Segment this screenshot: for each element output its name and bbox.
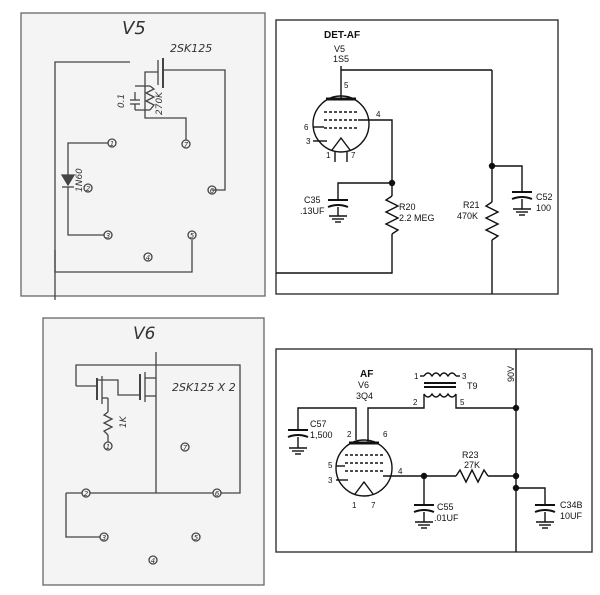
v6-pin-2: 2: [347, 430, 352, 439]
v6-board-pin-label-1: 1: [106, 443, 110, 451]
v5-board-part: 2SK125: [170, 42, 212, 55]
t9-pin-2: 2: [413, 398, 418, 407]
v6-tube-label: V6: [358, 380, 369, 390]
v6-pin-4: 4: [398, 467, 403, 476]
v6-tube-envelope: [335, 439, 393, 497]
v6-pin-3: 3: [328, 476, 333, 485]
v5-pin-5: 5: [344, 81, 349, 90]
v6-board-frame: [42, 317, 265, 586]
c55-value: .01UF: [434, 513, 459, 523]
r23-value: 27K: [464, 460, 480, 470]
c35-label: C35: [304, 195, 321, 205]
c52-label: C52: [536, 192, 553, 202]
v5-board-pin-2: [83, 183, 93, 193]
v5-schematic: [275, 19, 559, 295]
v6-board-pin-6: [212, 488, 222, 498]
v6-board-pin-label-3: 3: [102, 534, 106, 542]
v6-af-label: AF: [360, 369, 373, 380]
t9-pin-5: 5: [460, 398, 465, 407]
v6-board-part: 2SK125 X 2: [172, 381, 236, 394]
v6-pin-5: 5: [328, 461, 333, 470]
v6-board-pin-4: [148, 555, 158, 565]
c57-value: 1,500: [310, 430, 333, 440]
v5-board-cap: 0.1: [117, 94, 127, 108]
v5-board-pin-label-7: 7: [184, 141, 189, 149]
v6-pin-6: 6: [383, 430, 388, 439]
v6-board-pin-label-7: 7: [183, 444, 188, 452]
c52-value: 100: [536, 203, 551, 213]
v5-pin-1: 1: [326, 151, 331, 160]
v5-board-pin-label-5: 5: [190, 232, 195, 240]
v5-board-pin-7: [181, 139, 191, 149]
t9-pin-3: 3: [462, 372, 467, 381]
v5-board-pin-label-2: 2: [86, 185, 91, 193]
r21-label: R21: [463, 200, 480, 210]
v5-pin-6: 6: [304, 123, 309, 132]
v5-tube-type: 1S5: [333, 54, 349, 64]
v5-board-pin-1: [107, 138, 117, 148]
v6-board-pin-label-4: 4: [151, 557, 155, 565]
v5-board-pin-label-4: 4: [146, 254, 150, 262]
v6-pin-7: 7: [371, 501, 376, 510]
v6-board: [42, 317, 265, 586]
v6-board-pin-1: [103, 441, 113, 451]
c57-label: C57: [310, 419, 327, 429]
v6-board-pin-label-6: 6: [215, 490, 220, 498]
v5-board-pin-label-6: 6: [210, 187, 215, 195]
r21-value: 470K: [457, 211, 478, 221]
v6-board-res: 1K: [119, 415, 129, 428]
r20-label: R20: [399, 202, 416, 212]
v5-pin-4: 4: [376, 110, 381, 119]
v5-board-pin-label-1: 1: [110, 140, 114, 148]
t9-pin-1: 1: [414, 372, 419, 381]
v6-board-title: V6: [133, 324, 156, 344]
c35-value: .13UF: [300, 206, 325, 216]
v6-board-pin-3: [99, 532, 109, 542]
t9-label: T9: [467, 381, 478, 391]
v5-board-res: 270K: [155, 91, 165, 115]
v5-det-af-label: DET-AF: [324, 30, 360, 41]
v5-board-frame: [20, 12, 266, 297]
v5-board-pin-5: [187, 230, 197, 240]
v6-board-pin-label-2: 2: [84, 490, 89, 498]
voltage-90v-label: 90V: [506, 366, 516, 382]
v6-board-pin-label-5: 5: [194, 534, 199, 542]
c55-label: C55: [437, 502, 454, 512]
v6-board-pin-7: [180, 442, 190, 452]
v5-board-pin-label-3: 3: [106, 232, 110, 240]
v5-board-pin-6: [207, 185, 217, 195]
v6-board-pin-5: [191, 532, 201, 542]
v5-board-diode: 1N60: [75, 168, 85, 192]
v6-tube-type: 3Q4: [356, 391, 373, 401]
v6-board-pin-2: [81, 488, 91, 498]
c34b-label: C34B: [560, 500, 583, 510]
r23-label: R23: [462, 450, 479, 460]
r20-value: 2.2 MEG: [399, 213, 435, 223]
v5-board-pin-4: [143, 252, 153, 262]
v6-schematic: [275, 348, 593, 553]
v5-pin-7: 7: [351, 151, 356, 160]
c34b-value: 10UF: [560, 511, 583, 521]
v5-board: [20, 12, 266, 300]
v5-tube-label: V5: [334, 44, 345, 54]
v6-pin-1: 1: [352, 501, 357, 510]
v5-pin-3: 3: [306, 137, 311, 146]
v5-board-title: V5: [122, 18, 146, 39]
v5-board-pin-3: [103, 230, 113, 240]
v5-schematic-frame: [275, 19, 559, 295]
